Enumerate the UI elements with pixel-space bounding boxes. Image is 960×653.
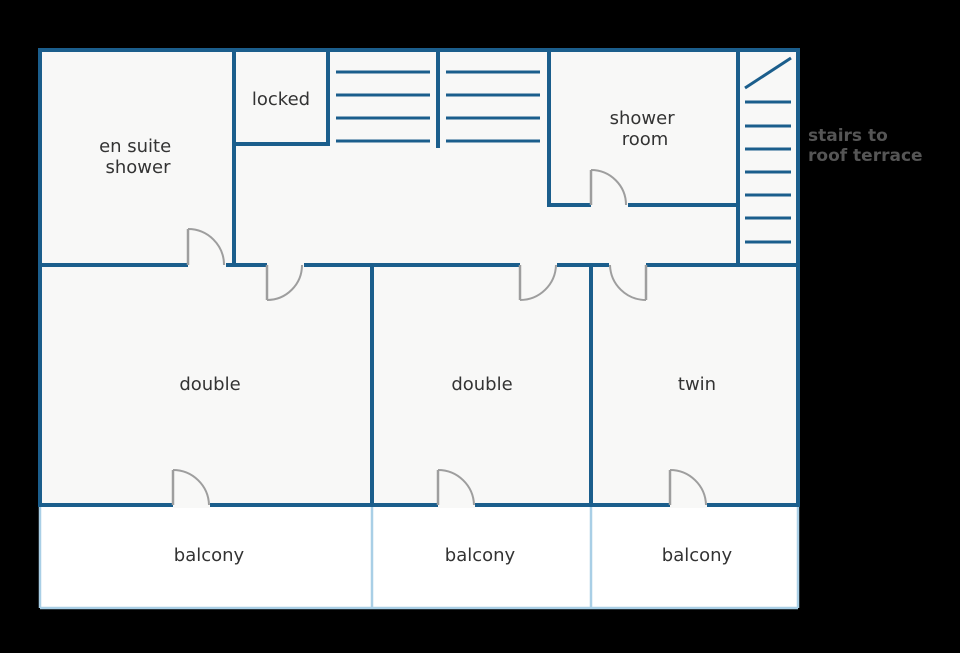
door-shower-room bbox=[589, 169, 628, 208]
double-left-label: double bbox=[179, 374, 240, 395]
door-balcony-middle bbox=[436, 469, 475, 508]
stairs-note: stairs to roof terrace bbox=[808, 126, 923, 166]
walls bbox=[38, 48, 800, 507]
door-balcony-right bbox=[668, 469, 707, 508]
interior-floor bbox=[40, 50, 798, 505]
balcony-floor bbox=[40, 505, 798, 608]
staircase bbox=[336, 70, 540, 143]
door-en-suite bbox=[186, 228, 226, 268]
twin-label: twin bbox=[678, 374, 716, 395]
balcony-left-label: balcony bbox=[174, 545, 245, 566]
balcony-right-label: balcony bbox=[662, 545, 733, 566]
balcony-middle-label: balcony bbox=[445, 545, 516, 566]
door-double-left bbox=[265, 262, 304, 301]
en-suite-label: en suite shower bbox=[99, 136, 177, 178]
shower-room-label: shower room bbox=[610, 108, 681, 150]
door-twin bbox=[609, 262, 648, 301]
balcony-outline bbox=[38, 505, 800, 610]
door-balcony-left bbox=[171, 469, 210, 508]
roof-terrace-stairs bbox=[744, 56, 792, 244]
door-double-middle bbox=[518, 262, 557, 301]
double-middle-label: double bbox=[451, 374, 512, 395]
locked-label: locked bbox=[252, 89, 310, 110]
